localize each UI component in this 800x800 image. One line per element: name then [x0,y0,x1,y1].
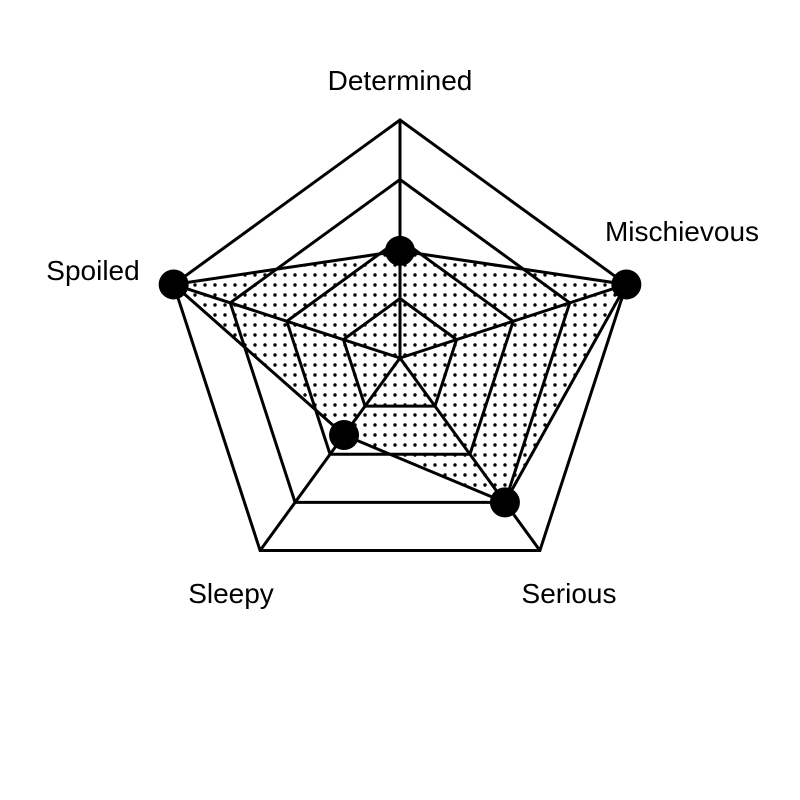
data-point-mischievous [611,269,642,300]
series-outline [170,249,629,505]
data-point-spoiled [158,269,189,300]
axis-label-determined: Determined [328,65,473,96]
axis-label-serious: Serious [522,578,617,609]
axis-label-spoiled: Spoiled [46,255,139,286]
axis-label-mischievous: Mischievous [605,216,759,247]
axis-labels: Determined Mischievous Serious Sleepy Sp… [46,65,759,609]
grid-ring-4 [171,118,629,553]
data-point-determined [385,235,415,266]
series-area [173,250,627,503]
radar-series [158,235,642,518]
data-point-sleepy [329,420,360,451]
data-point-serious [489,487,520,518]
axis-label-sleepy: Sleepy [188,578,274,609]
